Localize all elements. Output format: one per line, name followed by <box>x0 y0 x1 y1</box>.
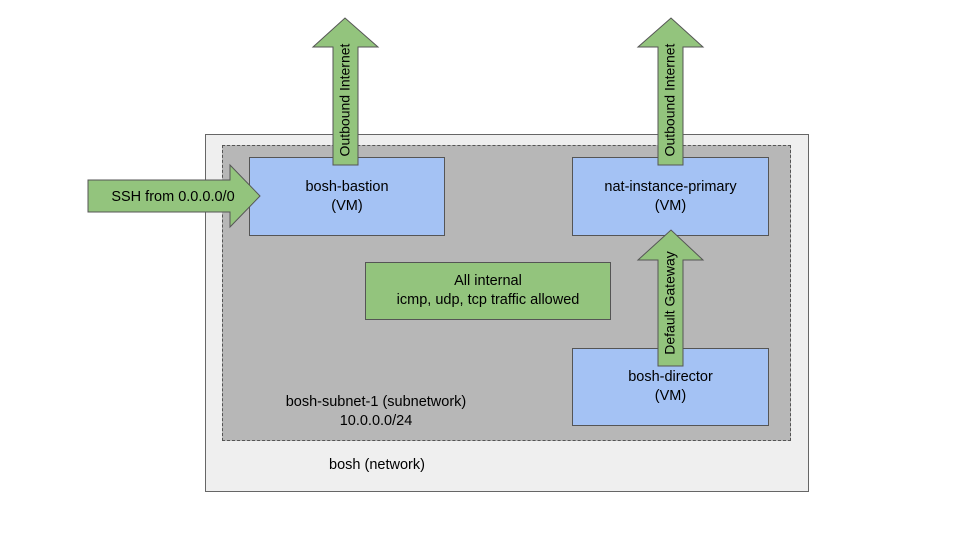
rule-line-1: All internal <box>454 273 522 289</box>
subnet-label: bosh-subnet-1 (subnetwork) 10.0.0.0/24 <box>240 393 512 431</box>
vm-bosh-bastion[interactable]: bosh-bastion (VM) <box>249 157 445 236</box>
default-gateway-arrow <box>636 229 705 367</box>
subnet-name: bosh-subnet-1 (subnetwork) <box>285 394 467 410</box>
subnet-cidr: 10.0.0.0/24 <box>339 413 413 429</box>
ssh-arrow <box>87 163 261 229</box>
vm-type: (VM) <box>331 197 363 214</box>
vm-name: bosh-director <box>628 369 713 385</box>
vm-type: (VM) <box>654 197 687 214</box>
vm-name: bosh-bastion <box>305 178 389 195</box>
network-label: bosh (network) <box>329 457 425 473</box>
internal-traffic-rule: All internal icmp, udp, tcp traffic allo… <box>365 262 611 320</box>
rule-line-2: icmp, udp, tcp traffic allowed <box>396 292 580 308</box>
outbound-label-bastion: Outbound Internet <box>337 43 353 156</box>
outbound-arrow-nat <box>636 17 705 166</box>
default-gateway-label: Default Gateway <box>662 251 678 355</box>
ssh-label: SSH from 0.0.0.0/0 <box>111 189 234 205</box>
outbound-arrow-bastion <box>311 17 380 166</box>
vm-name: nat-instance-primary <box>604 178 737 195</box>
outbound-label-nat: Outbound Internet <box>662 43 678 156</box>
vm-type: (VM) <box>654 388 687 404</box>
